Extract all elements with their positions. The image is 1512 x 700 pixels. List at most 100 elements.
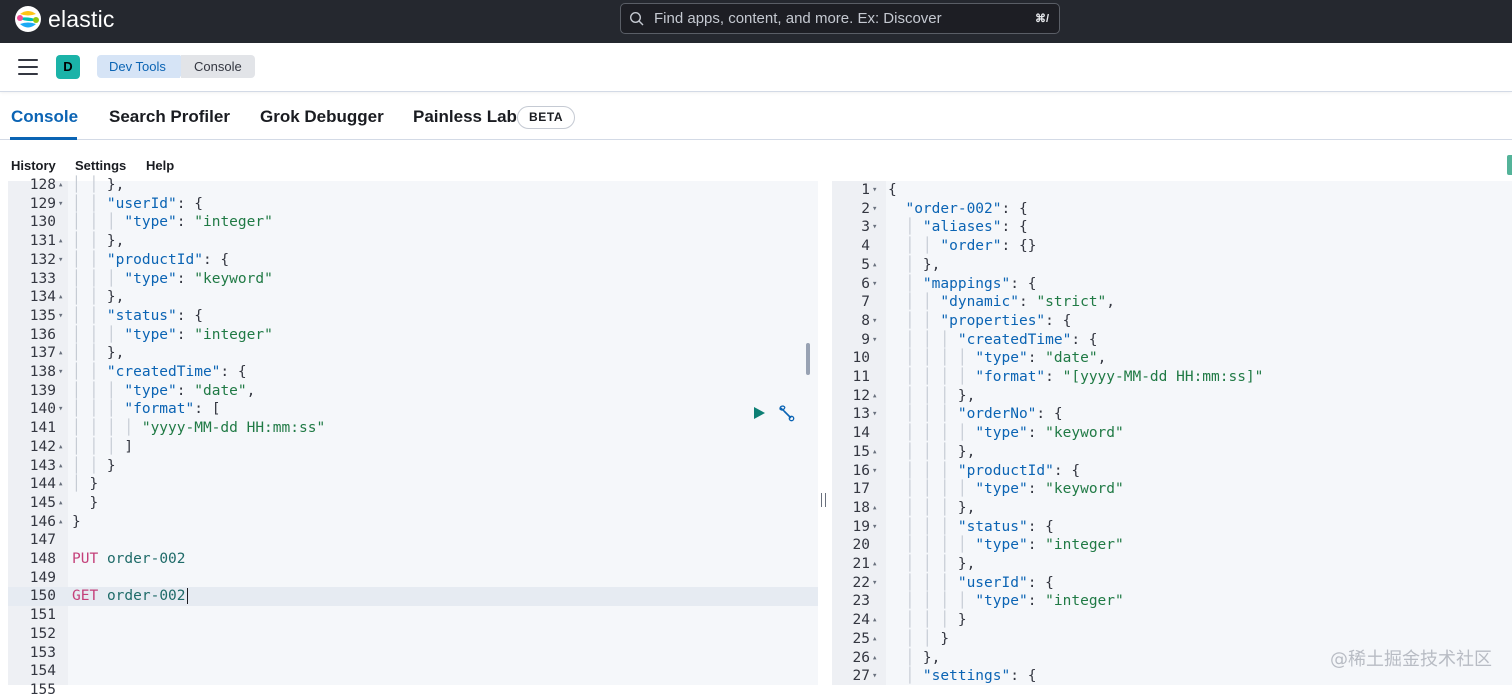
code-line[interactable]: 18▴ │ │ │ }, (832, 499, 1512, 518)
fold-arrow-icon[interactable]: ▾ (872, 577, 878, 588)
play-icon[interactable] (754, 407, 765, 419)
code-line[interactable]: 20 │ │ │ │ "type": "integer" (832, 536, 1512, 555)
code-line[interactable]: 136│ │ │ "type": "integer" (8, 326, 818, 345)
unfold-arrow-icon[interactable]: ▴ (872, 502, 878, 513)
unfold-arrow-icon[interactable]: ▴ (872, 259, 878, 270)
code-line[interactable]: 11 │ │ │ │ "format": "[yyyy-MM-dd HH:mm:… (832, 368, 1512, 387)
code-line[interactable]: 140▾│ │ │ "format": [ (8, 400, 818, 419)
code-line[interactable]: 25▴ │ │ } (832, 630, 1512, 649)
fold-arrow-icon[interactable]: ▾ (58, 367, 64, 377)
code-line[interactable]: 130│ │ │ "type": "integer" (8, 213, 818, 232)
space-avatar[interactable]: D (56, 55, 80, 79)
unfold-arrow-icon[interactable]: ▴ (872, 446, 878, 457)
tab-search-profiler[interactable]: Search Profiler (109, 107, 230, 126)
code-line[interactable]: 10 │ │ │ │ "type": "date", (832, 349, 1512, 368)
code-line[interactable]: 22▾ │ │ │ "userId": { (832, 574, 1512, 593)
unfold-arrow-icon[interactable]: ▴ (872, 390, 878, 401)
unfold-arrow-icon[interactable]: ▴ (58, 479, 64, 490)
code-line[interactable]: 12▴ │ │ │ }, (832, 387, 1512, 406)
global-search[interactable]: Find apps, content, and more. Ex: Discov… (620, 3, 1060, 34)
fold-arrow-icon[interactable]: ▾ (872, 203, 878, 214)
code-line[interactable]: 23 │ │ │ │ "type": "integer" (832, 592, 1512, 611)
code-line[interactable]: 144▴│ } (8, 475, 818, 494)
code-line[interactable]: 139│ │ │ "type": "date", (8, 382, 818, 401)
code-line[interactable]: 19▾ │ │ │ "status": { (832, 518, 1512, 537)
unfold-arrow-icon[interactable]: ▴ (872, 633, 878, 644)
code-line[interactable]: 152 (8, 625, 818, 644)
fold-arrow-icon[interactable]: ▾ (872, 222, 878, 233)
code-line[interactable]: 143▴│ │ } (8, 457, 818, 476)
code-line[interactable]: 142▴│ │ │ ] (8, 438, 818, 457)
panel-toggle[interactable] (1507, 155, 1512, 175)
code-line[interactable]: 141│ │ │ │ "yyyy-MM-dd HH:mm:ss" (8, 419, 818, 438)
wrench-icon[interactable] (778, 404, 796, 422)
code-line[interactable]: 3▾ │ "aliases": { (832, 218, 1512, 237)
menu-icon[interactable] (18, 59, 38, 75)
code-line[interactable]: 1▾{ (832, 181, 1512, 200)
code-line[interactable]: 5▴ │ }, (832, 256, 1512, 275)
fold-arrow-icon[interactable]: ▾ (58, 310, 64, 321)
code-line[interactable]: 21▴ │ │ │ }, (832, 555, 1512, 574)
fold-arrow-icon[interactable]: ▾ (58, 254, 64, 265)
unfold-arrow-icon[interactable]: ▴ (58, 292, 64, 303)
fold-arrow-icon[interactable]: ▾ (872, 315, 878, 326)
code-line[interactable]: 8▾ │ │ "properties": { (832, 312, 1512, 331)
code-line[interactable]: 155 (8, 681, 818, 700)
code-line[interactable]: 151 (8, 606, 818, 625)
code-line[interactable]: 24▴ │ │ │ } (832, 611, 1512, 630)
unfold-arrow-icon[interactable]: ▴ (872, 652, 878, 663)
fold-arrow-icon[interactable]: ▾ (58, 198, 64, 209)
code-line[interactable]: 7 │ │ "dynamic": "strict", (832, 293, 1512, 312)
code-line[interactable]: 2▾ "order-002": { (832, 200, 1512, 219)
unfold-arrow-icon[interactable]: ▴ (58, 516, 64, 527)
fold-arrow-icon[interactable]: ▾ (58, 404, 64, 415)
unfold-arrow-icon[interactable]: ▴ (872, 559, 878, 569)
help-link[interactable]: Help (146, 158, 175, 173)
code-line[interactable]: 138▾│ │ "createdTime": { (8, 363, 818, 382)
breadcrumb-dev-tools[interactable]: Dev Tools (97, 55, 190, 78)
history-link[interactable]: History (11, 158, 56, 173)
code-line[interactable]: 27▾ │ "settings": { (832, 667, 1512, 686)
code-line[interactable]: 133│ │ │ "type": "keyword" (8, 270, 818, 289)
code-line[interactable]: 26▴ │ }, (832, 649, 1512, 668)
pane-resizer[interactable] (820, 493, 828, 509)
code-line[interactable]: 145▴ } (8, 494, 818, 513)
code-line[interactable]: 135▾│ │ "status": { (8, 307, 818, 326)
fold-arrow-icon[interactable]: ▾ (872, 278, 878, 289)
unfold-arrow-icon[interactable]: ▴ (58, 460, 64, 471)
code-line[interactable]: 129▾│ │ "userId": { (8, 195, 818, 214)
code-line[interactable]: 128▴│ │ }, (8, 176, 818, 195)
code-line[interactable]: 154 (8, 662, 818, 681)
code-line[interactable]: 134▴│ │ }, (8, 288, 818, 307)
response-viewer[interactable]: 1▾{2▾ "order-002": {3▾ │ "aliases": {4 │… (832, 181, 1512, 685)
unfold-arrow-icon[interactable]: ▴ (58, 180, 64, 190)
fold-arrow-icon[interactable]: ▾ (872, 465, 878, 476)
fold-arrow-icon[interactable]: ▾ (872, 409, 878, 420)
code-line[interactable]: 13▾ │ │ │ "orderNo": { (832, 405, 1512, 424)
code-line[interactable]: 6▾ │ "mappings": { (832, 275, 1512, 294)
code-line[interactable]: 137▴│ │ }, (8, 344, 818, 363)
code-line[interactable]: 16▾ │ │ │ "productId": { (832, 462, 1512, 481)
settings-link[interactable]: Settings (75, 158, 127, 173)
fold-arrow-icon[interactable]: ▾ (872, 185, 878, 195)
code-line[interactable]: 147 (8, 531, 818, 550)
fold-arrow-icon[interactable]: ▾ (872, 671, 878, 682)
unfold-arrow-icon[interactable]: ▴ (58, 236, 64, 247)
code-line[interactable]: 132▾│ │ "productId": { (8, 251, 818, 270)
brand-name[interactable]: elastic (48, 6, 115, 32)
elastic-logo-icon[interactable] (14, 5, 42, 33)
tab-grok-debugger[interactable]: Grok Debugger (260, 107, 384, 126)
code-line[interactable]: 146▴} (8, 513, 818, 532)
tab-painless-lab[interactable]: Painless Lab (413, 107, 517, 126)
code-line[interactable]: 131▴│ │ }, (8, 232, 818, 251)
fold-arrow-icon[interactable]: ▾ (872, 521, 878, 532)
code-line[interactable]: 17 │ │ │ │ "type": "keyword" (832, 480, 1512, 499)
unfold-arrow-icon[interactable]: ▴ (872, 615, 878, 626)
code-line[interactable]: 14 │ │ │ │ "type": "keyword" (832, 424, 1512, 443)
code-line[interactable]: 9▾ │ │ │ "createdTime": { (832, 331, 1512, 350)
code-line[interactable]: 153 (8, 644, 818, 663)
code-line[interactable]: 149 (8, 569, 818, 588)
unfold-arrow-icon[interactable]: ▴ (58, 348, 64, 359)
